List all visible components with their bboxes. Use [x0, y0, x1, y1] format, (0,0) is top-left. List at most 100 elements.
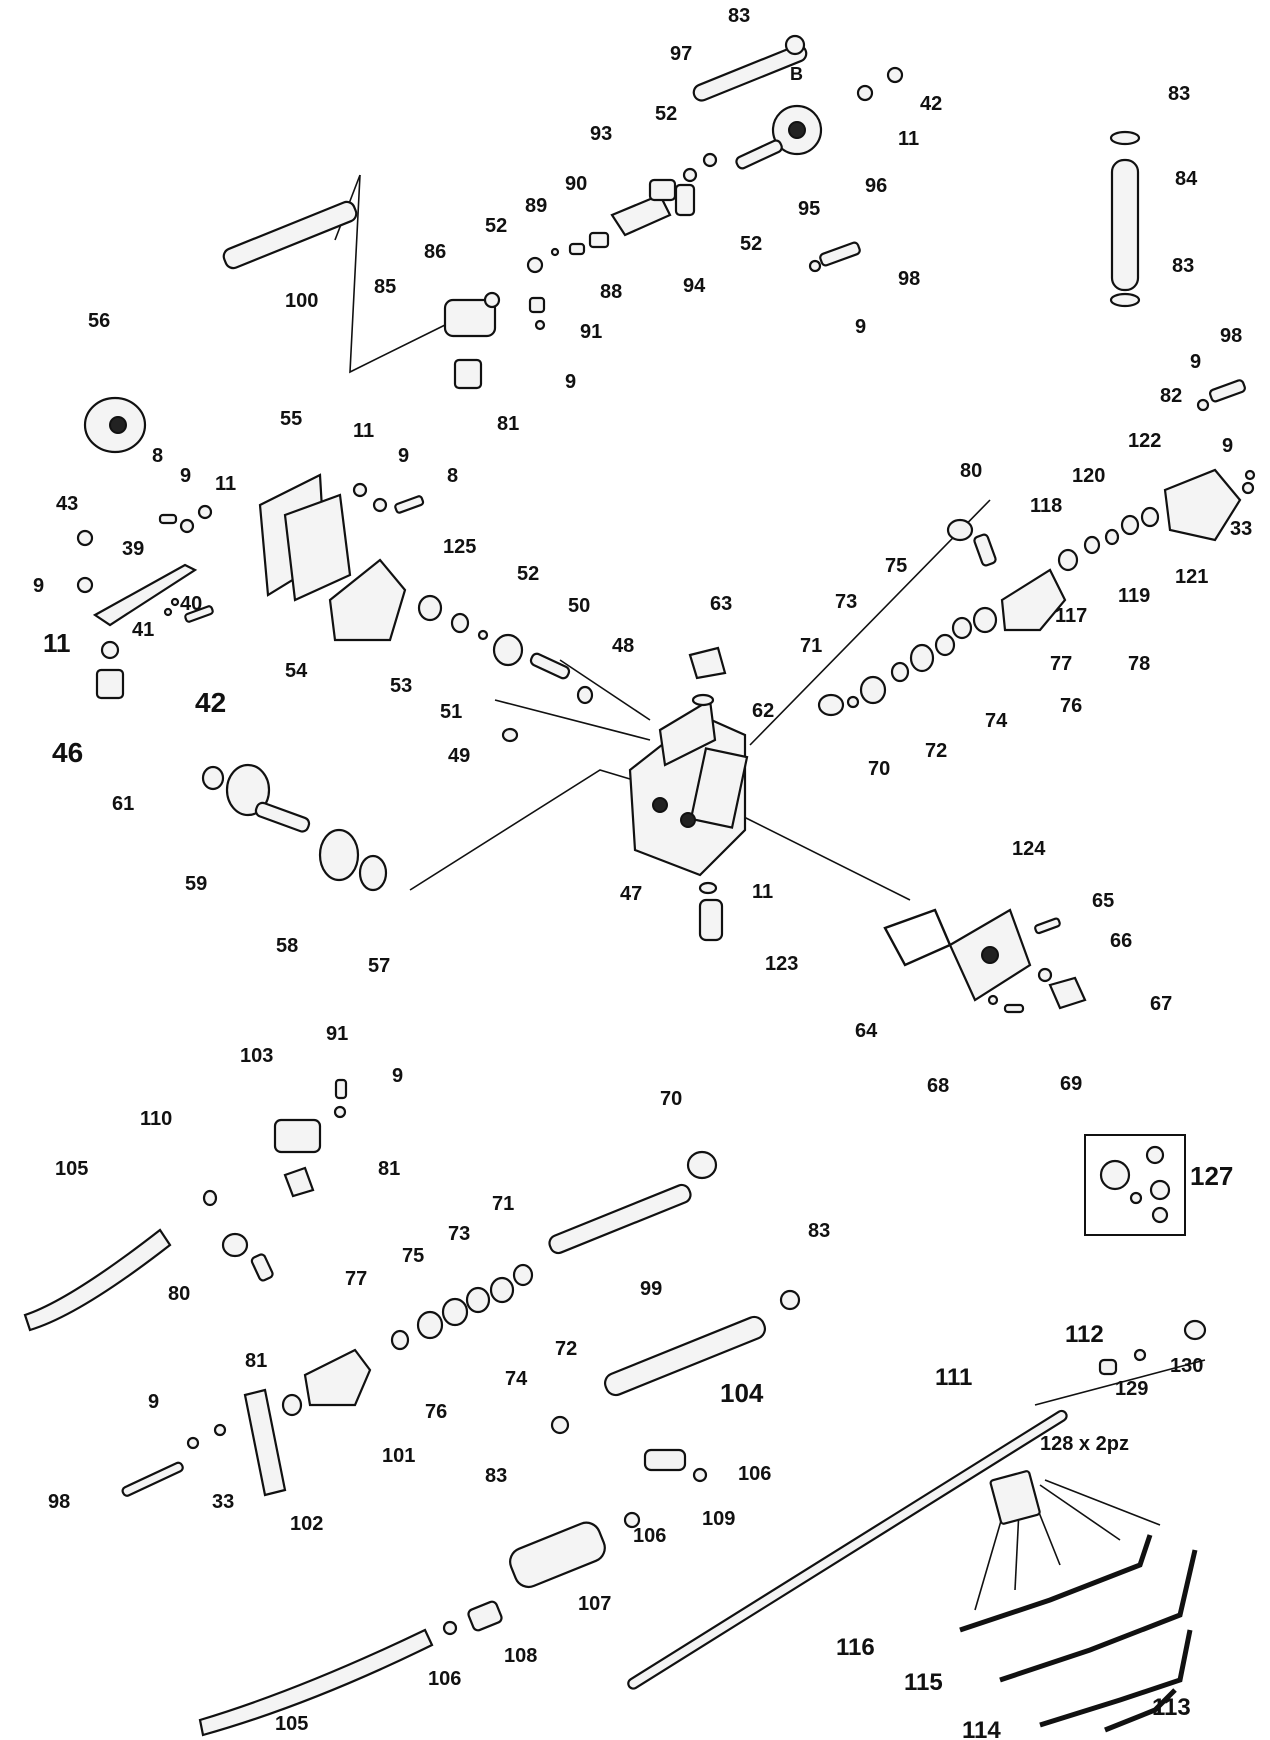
part-label: 65	[1092, 890, 1114, 912]
part-label: 119	[1118, 585, 1150, 607]
part-label: 81	[245, 1350, 267, 1372]
part-label: 106	[428, 1668, 461, 1690]
parts	[23, 34, 1256, 1737]
part-label: 109	[702, 1508, 735, 1530]
part-label: 52	[485, 215, 507, 237]
part-label: 63	[710, 593, 732, 615]
part-label: 9	[33, 575, 44, 597]
part-label: 114	[962, 1717, 1001, 1740]
part-label: 125	[443, 536, 476, 558]
part-label: 83	[808, 1220, 830, 1242]
part-label: 108	[504, 1645, 537, 1667]
part-label: 11	[898, 128, 919, 150]
part-label: 39	[122, 538, 144, 560]
part-label: 89	[525, 195, 547, 217]
part-label: 52	[655, 103, 677, 125]
part-label: 91	[580, 321, 602, 343]
part-label: 106	[738, 1463, 771, 1485]
part-label: 113	[1152, 1694, 1191, 1721]
part-label: 90	[565, 173, 587, 195]
part-label: 76	[425, 1401, 447, 1423]
part-label: 40	[180, 593, 202, 615]
part-label: 110	[140, 1108, 172, 1130]
part-label: 101	[382, 1445, 415, 1467]
part-label: 77	[345, 1268, 367, 1290]
part-label: 78	[1128, 653, 1150, 675]
part-label: 9	[565, 371, 576, 393]
part-label: 73	[448, 1223, 470, 1245]
part-label: 11	[43, 628, 71, 658]
part-label: 80	[960, 460, 982, 482]
part-label: 11	[353, 420, 374, 442]
part-label: 122	[1128, 430, 1161, 452]
part-label: 47	[620, 883, 642, 905]
part-label: 9	[392, 1065, 403, 1087]
part-label: 102	[290, 1513, 323, 1535]
part-label: 52	[517, 563, 539, 585]
part-label: 57	[368, 955, 390, 977]
part-label: 76	[1060, 695, 1082, 717]
part-label: 85	[374, 276, 396, 298]
part-label: 129	[1115, 1378, 1148, 1400]
part-label: 115	[904, 1669, 943, 1696]
part-label: 84	[1175, 168, 1198, 190]
part-label: 74	[985, 710, 1008, 732]
part-label: 104	[720, 1378, 764, 1408]
part-label: 69	[1060, 1073, 1082, 1095]
part-label: 127	[1190, 1161, 1233, 1191]
part-label: 33	[212, 1491, 234, 1513]
part-label: 77	[1050, 653, 1072, 675]
part-label: 80	[168, 1283, 190, 1305]
part-label: 41	[132, 619, 154, 641]
part-label: 61	[112, 793, 134, 815]
part-label: 54	[285, 660, 308, 682]
part-label: 112	[1065, 1321, 1104, 1348]
part-label: 117	[1055, 605, 1087, 627]
part-label: 33	[1230, 518, 1252, 540]
part-label: 9	[180, 465, 191, 487]
part-label: 67	[1150, 993, 1172, 1015]
part-label: 103	[240, 1045, 273, 1067]
part-label: 98	[898, 268, 920, 290]
part-label: 111	[935, 1364, 972, 1391]
part-label: 116	[836, 1634, 875, 1661]
part-label: 9	[1190, 351, 1201, 373]
part-label: 50	[568, 595, 590, 617]
part-label: 130	[1170, 1355, 1203, 1377]
part-label: 83	[485, 1465, 507, 1487]
part-label: 58	[276, 935, 298, 957]
part-label: 83	[1172, 255, 1194, 277]
part-label: 74	[505, 1368, 528, 1390]
part-label: 53	[390, 675, 412, 697]
part-label: 66	[1110, 930, 1132, 952]
part-label: 81	[378, 1158, 400, 1180]
part-label: B	[790, 64, 803, 84]
part-label: 70	[660, 1088, 682, 1110]
part-label: 9	[855, 316, 866, 338]
part-label: 96	[865, 175, 887, 197]
part-label: 11	[752, 881, 773, 903]
part-label: 105	[55, 1158, 88, 1180]
part-label: 95	[798, 198, 820, 220]
part-label: 83	[1168, 83, 1190, 105]
part-label: 72	[555, 1338, 577, 1360]
part-label: 91	[326, 1023, 348, 1045]
part-label: 9	[148, 1391, 159, 1413]
part-label: 105	[275, 1713, 308, 1735]
part-label: 9	[398, 445, 409, 467]
part-label: 88	[600, 281, 622, 303]
part-label: 43	[56, 493, 78, 515]
part-label: 121	[1175, 566, 1208, 588]
part-label: 107	[578, 1593, 611, 1615]
part-label: 8	[447, 465, 458, 487]
part-label: 81	[497, 413, 519, 435]
part-label: 55	[280, 408, 302, 430]
part-label: 99	[640, 1278, 662, 1300]
part-label: 51	[440, 701, 462, 723]
part-label: 98	[1220, 325, 1242, 347]
part-label: 128 x 2pz	[1040, 1433, 1129, 1455]
part-label: 94	[683, 275, 706, 297]
part-label: 62	[752, 700, 774, 722]
part-label: 42	[920, 93, 942, 115]
